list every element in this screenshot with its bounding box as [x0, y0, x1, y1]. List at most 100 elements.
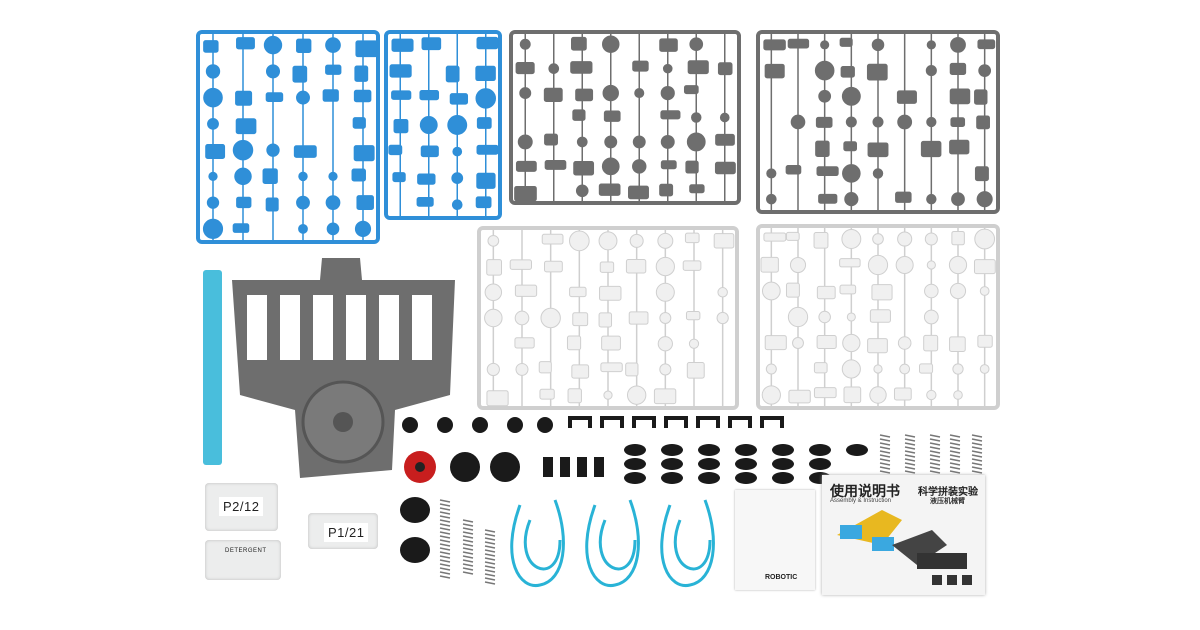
sprue-part [417, 173, 436, 185]
sprue-part [691, 112, 702, 123]
sprue-part [841, 359, 861, 379]
sprue-part [452, 146, 463, 157]
sprue-part [325, 64, 342, 75]
spring [462, 535, 474, 539]
sprue-part [572, 109, 586, 121]
spring [879, 450, 891, 454]
sprue-part [603, 390, 613, 400]
sprue-part [841, 86, 861, 106]
spring [439, 539, 451, 543]
rubber-cap [735, 458, 757, 470]
sprue-part [977, 39, 996, 50]
sprue-part [354, 220, 372, 237]
sprue-part [575, 184, 589, 198]
sprue-part [509, 259, 532, 270]
sprue-part [236, 196, 252, 209]
spring [439, 511, 451, 515]
blue-sprue-2 [384, 30, 502, 220]
sprue-part [447, 115, 468, 135]
sprue-part [351, 168, 366, 182]
black-block [543, 457, 553, 477]
sprue-part [599, 261, 615, 273]
sprue-part [354, 65, 369, 82]
sprue-part [974, 89, 988, 105]
sprue-part [951, 230, 965, 246]
sprue-part [813, 231, 829, 249]
spring [484, 537, 496, 541]
sprue-part [296, 195, 310, 210]
sprue-part [632, 159, 647, 174]
sprue-part [296, 38, 312, 54]
spring [879, 458, 891, 462]
sprue-part [683, 85, 699, 95]
spring [949, 438, 961, 442]
spring [949, 442, 961, 446]
spring [879, 466, 891, 470]
sprue-part [570, 61, 593, 74]
sprue-part [761, 281, 781, 301]
sprue-part [845, 116, 857, 128]
sprue-part [979, 364, 990, 374]
sprue-part [514, 185, 537, 202]
spring [462, 571, 474, 575]
rubber-cap [624, 472, 646, 484]
sprue-part [788, 389, 811, 404]
sprue-part [973, 259, 996, 275]
sprue-part [603, 110, 621, 122]
silicone-tube [660, 499, 715, 587]
manual-title: 使用说明书 [830, 483, 900, 499]
spring [484, 581, 496, 585]
sprue-part [389, 64, 412, 78]
rubber-cap [772, 458, 794, 470]
sprue-part [790, 114, 806, 130]
sprue-part [953, 390, 963, 400]
sprue-part [895, 255, 914, 275]
silicone-tube [510, 499, 565, 587]
sprue-part [391, 38, 414, 52]
spring [439, 547, 451, 551]
sprue-part [540, 307, 561, 329]
rubber-cap [698, 444, 720, 456]
manual-product-sub: 液压机械臂 [930, 498, 965, 505]
red-wheel-hub [415, 462, 425, 472]
sprue-part [951, 192, 965, 207]
spring [484, 577, 496, 581]
sprue-part [949, 62, 967, 75]
sprue-part [950, 117, 966, 127]
spring [484, 569, 496, 573]
sprue-part [476, 117, 492, 129]
sprue-part [872, 233, 884, 245]
spring [949, 458, 961, 462]
sprue-part [974, 166, 989, 182]
sprue-part [475, 196, 492, 209]
sprue-part [576, 136, 588, 148]
sprue-part [601, 157, 620, 176]
sprue-part [388, 144, 403, 156]
sprue-part [660, 160, 677, 170]
sprue-part [660, 85, 675, 101]
sprue-part [322, 89, 339, 102]
base-slot [346, 295, 366, 360]
spring [929, 442, 941, 446]
sprue-part [813, 387, 837, 399]
sprue-part [925, 65, 937, 77]
sprue-part [924, 232, 938, 246]
sprue-part [235, 118, 257, 135]
sprue-part [867, 338, 888, 354]
spring [929, 450, 941, 454]
sprue-part [926, 40, 936, 50]
sprue-part [948, 255, 968, 275]
spring [904, 454, 916, 458]
sprue-part [842, 333, 861, 353]
rubber-cap [507, 417, 523, 433]
sprue-part [952, 363, 964, 375]
sprue-part [689, 37, 704, 52]
sprue-part [897, 231, 913, 247]
sprue-part [869, 309, 891, 323]
sprue-part [602, 84, 619, 102]
spring [484, 541, 496, 545]
silicone-tube [585, 499, 640, 587]
spring [879, 446, 891, 450]
spring [971, 466, 983, 470]
sprue-part [632, 135, 646, 149]
